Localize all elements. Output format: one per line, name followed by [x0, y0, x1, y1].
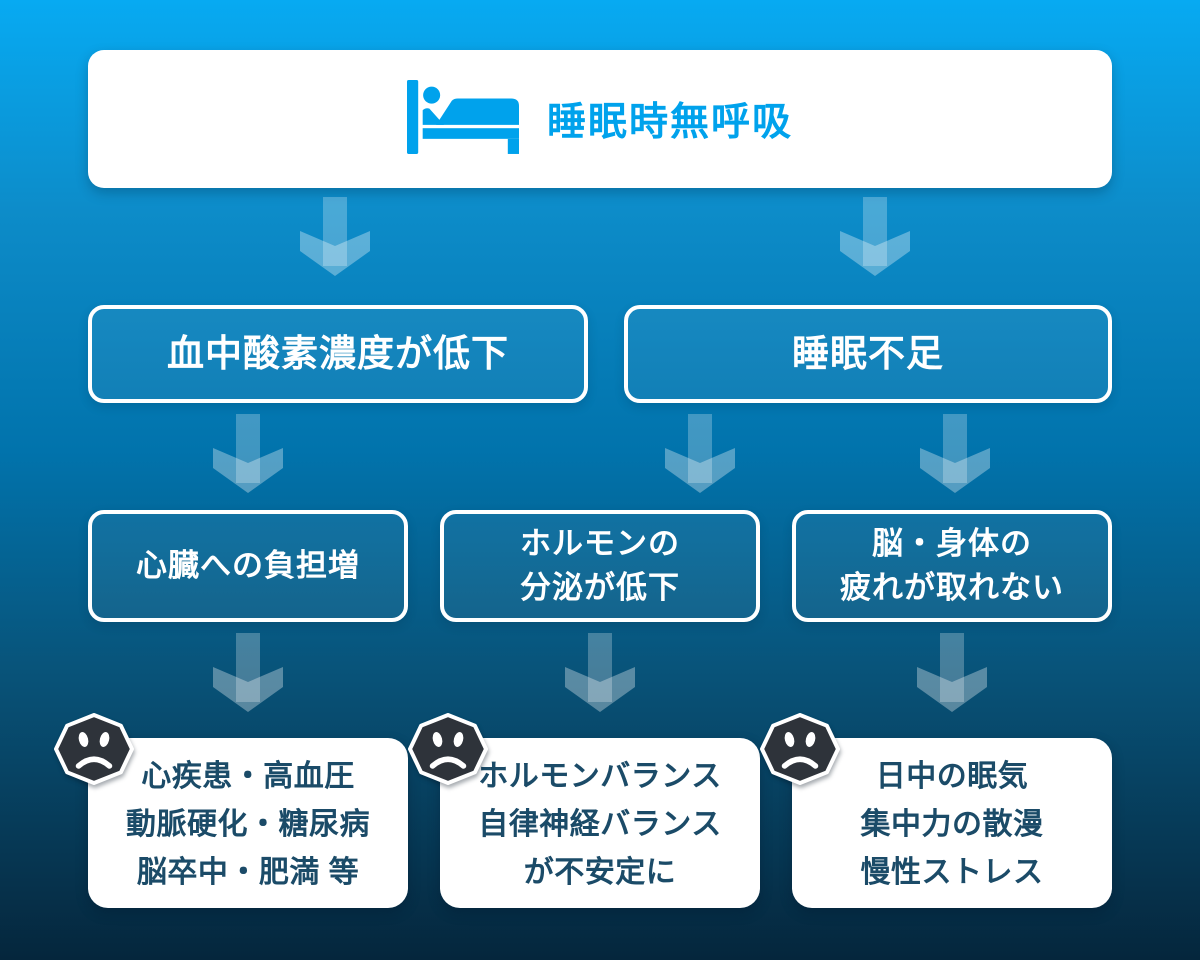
node-label: 分泌が低下 [520, 570, 680, 605]
down-arrow [838, 197, 912, 277]
node-label: 疲れが取れない [840, 570, 1064, 605]
outcome-line: 集中力の散漫 [860, 808, 1044, 841]
node-blood-oxygen-drop: 血中酸素濃度が低下 [88, 305, 588, 403]
sad-face-icon [52, 712, 136, 786]
down-arrow [211, 633, 285, 713]
node-fatigue-remains: 脳・身体の 疲れが取れない [792, 510, 1112, 622]
down-arrow [915, 633, 989, 713]
outcome-line: 動脈硬化・糖尿病 [126, 808, 370, 841]
node-label: 睡眠不足 [792, 333, 944, 374]
sad-face-icon [406, 712, 490, 786]
root-node-sleep-apnea: 睡眠時無呼吸 [88, 50, 1112, 188]
node-label: 心臓への負担増 [136, 548, 360, 583]
node-label: 脳・身体の [872, 526, 1032, 561]
sad-face-icon [758, 712, 842, 786]
node-label: 血中酸素濃度が低下 [167, 333, 509, 374]
down-arrow [918, 414, 992, 494]
outcome-line: 脳卒中・肥満 等 [136, 856, 360, 889]
node-label: ホルモンの [520, 526, 680, 561]
node-heart-burden: 心臓への負担増 [88, 510, 408, 622]
outcome-line: 自律神経バランス [478, 808, 722, 841]
down-arrow [563, 633, 637, 713]
outcome-line: が不安定に [523, 856, 677, 889]
down-arrow [211, 414, 285, 494]
down-arrow [298, 197, 372, 277]
node-hormone-secretion-drop: ホルモンの 分泌が低下 [440, 510, 760, 622]
down-arrow [663, 414, 737, 494]
outcome-line: ホルモンバランス [478, 760, 722, 793]
outcome-hormone-balance: ホルモンバランス 自律神経バランス が不安定に [440, 738, 760, 908]
outcome-line: 日中の眠気 [875, 760, 1029, 793]
node-sleep-deprivation: 睡眠不足 [624, 305, 1112, 403]
page-title: 睡眠時無呼吸 [546, 101, 793, 144]
outcome-daytime-effects: 日中の眠気 集中力の散漫 慢性ストレス [792, 738, 1112, 908]
outcome-line: 心疾患・高血圧 [141, 760, 355, 793]
outcome-cardiovascular: 心疾患・高血圧 動脈硬化・糖尿病 脳卒中・肥満 等 [88, 738, 408, 908]
outcome-line: 慢性ストレス [860, 856, 1044, 889]
bed-sleeping-icon [406, 79, 519, 159]
